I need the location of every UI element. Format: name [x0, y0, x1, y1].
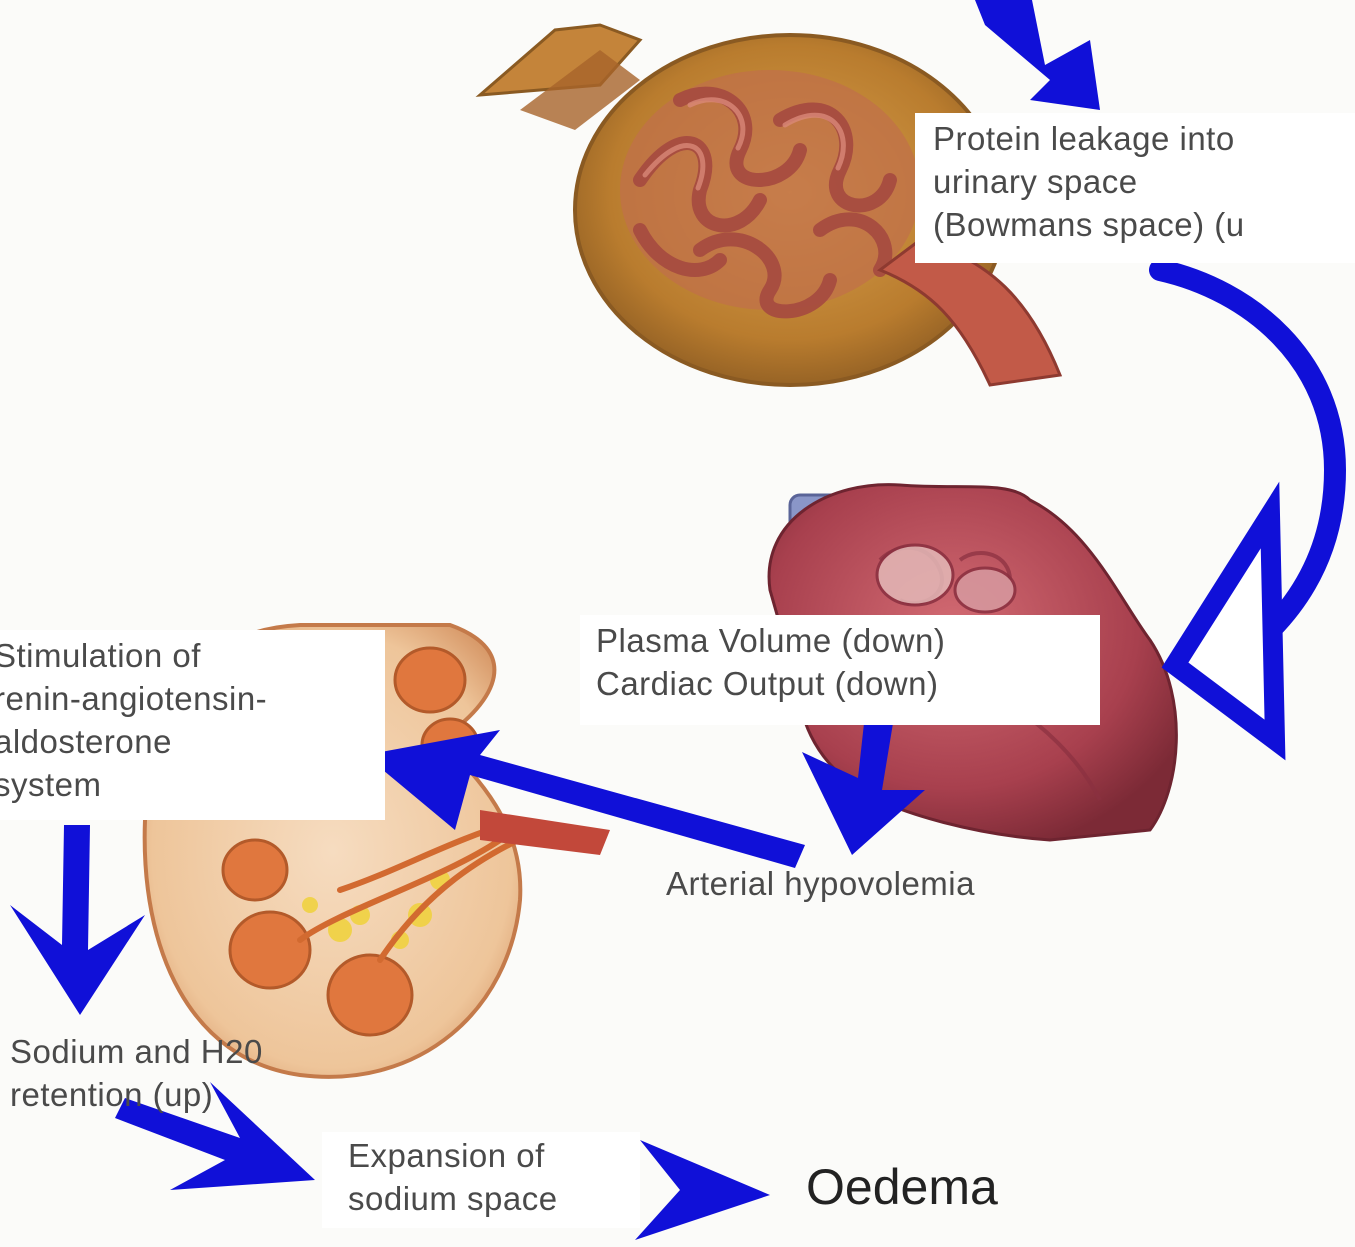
arrow-leakage-to-plasma — [1160, 270, 1335, 740]
label-plasma-volume-line-2: Cardiac Output (down) — [596, 662, 1100, 705]
label-expansion-line-2: sodium space — [348, 1177, 640, 1220]
label-sodium-retention-line-1: Sodium and H20 — [10, 1030, 263, 1073]
arrow-injury-to-glomerulus — [975, 0, 1100, 110]
label-expansion: Expansion of sodium space — [322, 1132, 640, 1228]
arrow-raas-to-sodium — [10, 825, 145, 1015]
label-raas: Stimulation of renin-angiotensin- aldost… — [0, 630, 385, 820]
label-plasma-volume-line-1: Plasma Volume (down) — [596, 619, 1100, 662]
label-plasma-volume: Plasma Volume (down) Cardiac Output (dow… — [580, 615, 1100, 725]
label-expansion-line-1: Expansion of — [348, 1134, 640, 1177]
label-arterial-hypovolemia: Arterial hypovolemia — [662, 862, 979, 905]
label-raas-line-2: renin-angiotensin- — [0, 677, 385, 720]
arrow-expansion-to-oedema — [635, 1140, 770, 1240]
label-raas-line-1: Stimulation of — [0, 634, 385, 677]
label-oedema: Oedema — [806, 1158, 998, 1216]
label-sodium-retention-line-2: retention (up) — [10, 1073, 263, 1116]
label-protein-leakage: Protein leakage into urinary space (Bowm… — [915, 113, 1355, 263]
label-raas-line-4: system — [0, 763, 385, 806]
label-protein-leakage-line-2: urinary space — [933, 160, 1355, 203]
label-raas-line-3: aldosterone — [0, 720, 385, 763]
label-sodium-retention: Sodium and H20 retention (up) — [10, 1030, 263, 1116]
label-protein-leakage-line-1: Protein leakage into — [933, 117, 1355, 160]
label-protein-leakage-line-3: (Bowmans space) (u — [933, 203, 1355, 246]
